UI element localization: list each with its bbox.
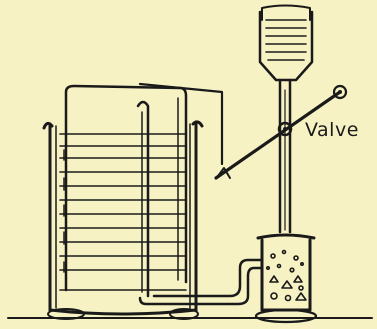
tank-foot-left — [47, 308, 85, 320]
generator-chamber — [254, 233, 318, 324]
water-reservoir — [258, 4, 314, 234]
generator-base — [254, 308, 318, 324]
tank-foot-right — [169, 308, 199, 320]
float-frame — [64, 84, 188, 298]
water-lines — [59, 133, 187, 291]
valve-label: Valve — [305, 119, 359, 141]
gas-pipe — [138, 258, 264, 306]
tank-rim-right — [191, 120, 204, 128]
water-tank — [42, 120, 204, 320]
lever-weight — [332, 84, 348, 100]
carbide-lumps — [265, 249, 307, 302]
inner-gas-tube — [136, 100, 150, 298]
